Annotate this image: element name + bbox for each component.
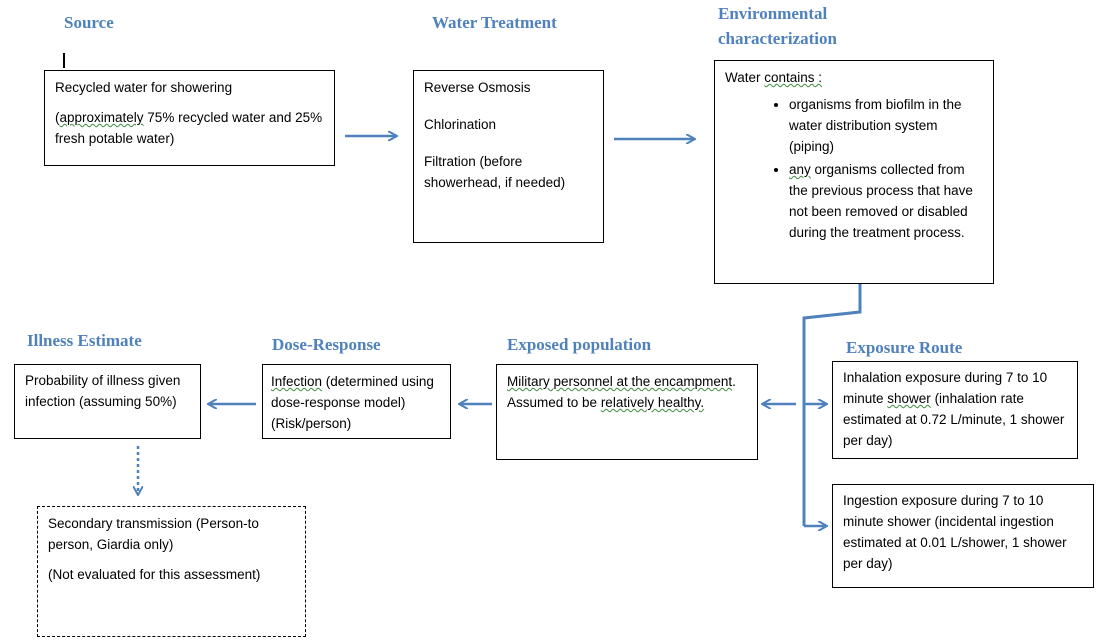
source-box: Recycled water for showering (approximat… bbox=[44, 70, 335, 166]
source-line1: Recycled water for showering bbox=[55, 80, 233, 95]
treatment-box: Reverse Osmosis Chlorination Filtration … bbox=[413, 70, 604, 243]
treatment-item-reverse-osmosis: Reverse Osmosis bbox=[424, 80, 531, 95]
heading-illness-estimate: Illness Estimate bbox=[27, 331, 142, 350]
illness-estimate-box: Probability of illness given infection (… bbox=[14, 364, 201, 439]
secondary-line2: (Not evaluated for this assessment) bbox=[48, 567, 261, 582]
treatment-item-chlorination: Chlorination bbox=[424, 117, 497, 132]
population-box: Military personnel at the encampment. As… bbox=[496, 364, 758, 460]
secondary-transmission-box: Secondary transmission (Person-to person… bbox=[37, 506, 306, 637]
inhalation-text: Inhalation exposure during 7 to 10 minut… bbox=[843, 370, 1065, 448]
connector-environmental-to-route bbox=[802, 284, 862, 526]
ingestion-box: Ingestion exposure during 7 to 10 minute… bbox=[832, 484, 1094, 588]
source-line2: (approximately 75% recycled water and 25… bbox=[55, 110, 323, 146]
environmental-bullet-organisms: any organisms collected from the previou… bbox=[789, 159, 983, 243]
heading-exposed-population: Exposed population bbox=[507, 335, 652, 354]
heading-water-treatment: Water Treatment bbox=[432, 13, 557, 32]
heading-environmental-line1: Environmental bbox=[718, 4, 828, 23]
heading-environmental-line2: characterization bbox=[718, 29, 837, 48]
treatment-item-filtration: Filtration (before showerhead, if needed… bbox=[424, 154, 566, 190]
ingestion-text: Ingestion exposure during 7 to 10 minute… bbox=[843, 493, 1067, 571]
secondary-line1: Secondary transmission (Person-to person… bbox=[48, 516, 259, 552]
dose-response-box: Infection (determined using dose-respons… bbox=[262, 364, 451, 439]
environmental-bullet-biofilm: organisms from biofilm in the water dist… bbox=[789, 94, 983, 157]
environmental-bullet-list: organisms from biofilm in the water dist… bbox=[725, 94, 983, 243]
heading-source: Source bbox=[64, 13, 114, 32]
population-text: Military personnel at the encampment. As… bbox=[507, 374, 736, 410]
inhalation-box: Inhalation exposure during 7 to 10 minut… bbox=[832, 361, 1078, 459]
heading-dose-response: Dose-Response bbox=[272, 335, 381, 354]
dose-response-text: Infection (determined using dose-respons… bbox=[271, 374, 434, 431]
illness-text: Probability of illness given infection (… bbox=[25, 373, 181, 409]
environmental-box: Water contains : organisms from biofilm … bbox=[714, 60, 994, 284]
heading-exposure-route: Exposure Route bbox=[846, 338, 963, 357]
environmental-intro: Water contains : bbox=[725, 70, 823, 85]
